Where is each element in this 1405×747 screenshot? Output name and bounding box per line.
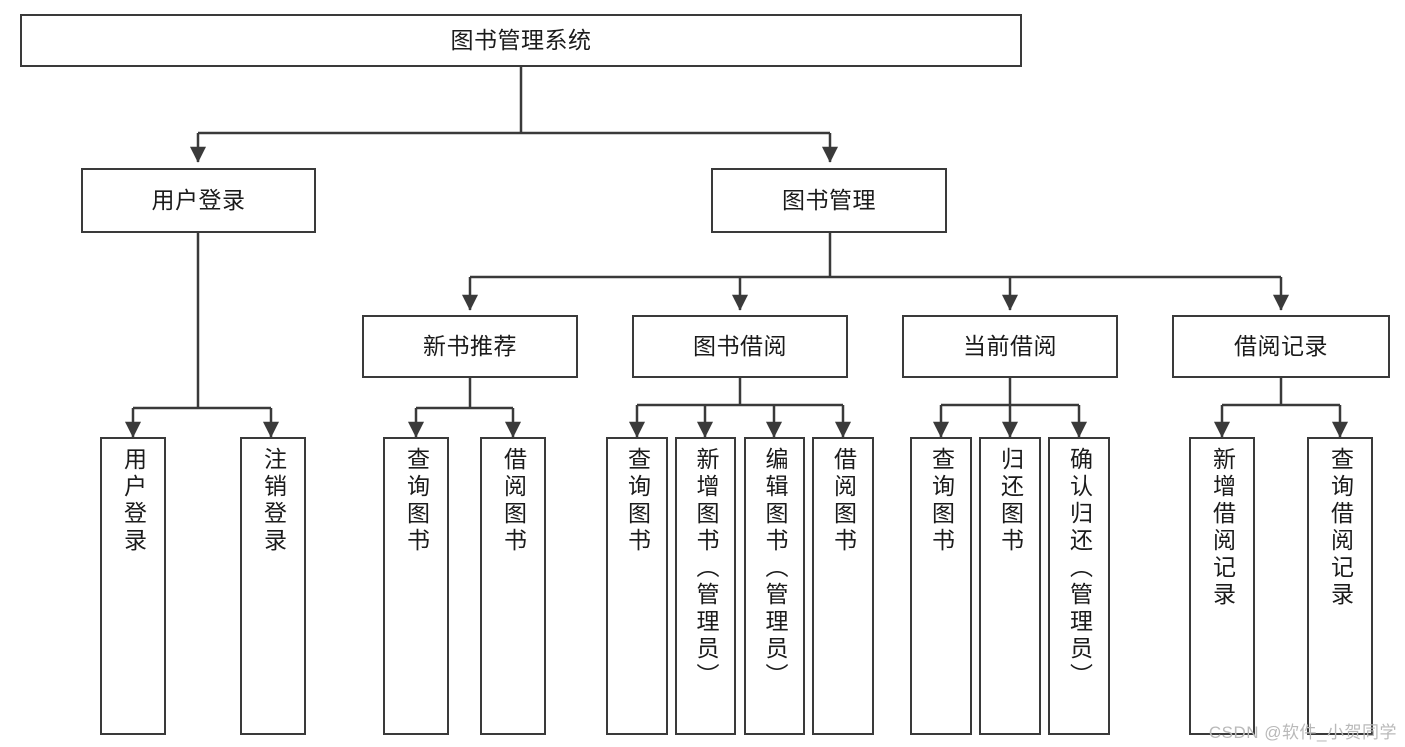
- node-label: 注销登录: [260, 447, 287, 555]
- leaf-user-login-logout[interactable]: 注销登录: [240, 437, 306, 735]
- node-label: 图书管理: [782, 186, 876, 213]
- node-label: 新增借阅记录: [1209, 447, 1236, 609]
- node-root-system[interactable]: 图书管理系统: [20, 14, 1022, 67]
- leaf-record-add-record[interactable]: 新增借阅记录: [1189, 437, 1255, 735]
- leaf-borrow-edit-book-admin[interactable]: 编辑图书（管理员）: [744, 437, 805, 735]
- node-label: 确认归还（管理员）: [1066, 447, 1093, 690]
- leaf-borrow-borrow-book[interactable]: 借阅图书: [812, 437, 874, 735]
- node-label: 查询图书: [624, 447, 651, 555]
- node-label: 编辑图书（管理员）: [762, 447, 788, 690]
- node-label: 用户登录: [151, 186, 246, 213]
- node-label: 图书管理系统: [450, 26, 592, 53]
- leaf-record-query-record[interactable]: 查询借阅记录: [1307, 437, 1373, 735]
- leaf-current-query-book[interactable]: 查询图书: [910, 437, 972, 735]
- csdn-watermark: CSDN @软件_小贺同学: [1208, 723, 1397, 742]
- node-label: 借阅图书: [830, 447, 857, 555]
- node-label: 新增图书（管理员）: [693, 447, 719, 690]
- node-label: 借阅记录: [1234, 332, 1328, 359]
- node-label: 查询图书: [928, 447, 955, 555]
- leaf-user-login-login[interactable]: 用户登录: [100, 437, 166, 735]
- node-label: 借阅图书: [500, 447, 527, 555]
- node-label: 查询图书: [403, 447, 430, 555]
- node-new-book-recommend[interactable]: 新书推荐: [362, 315, 578, 378]
- leaf-recommend-borrow-book[interactable]: 借阅图书: [480, 437, 546, 735]
- leaf-borrow-query-book[interactable]: 查询图书: [606, 437, 668, 735]
- node-label: 当前借阅: [963, 332, 1057, 359]
- node-borrow-record[interactable]: 借阅记录: [1172, 315, 1390, 378]
- node-current-borrow[interactable]: 当前借阅: [902, 315, 1118, 378]
- node-book-borrow[interactable]: 图书借阅: [632, 315, 848, 378]
- leaf-current-return-book[interactable]: 归还图书: [979, 437, 1041, 735]
- node-label: 新书推荐: [423, 332, 517, 359]
- node-label: 归还图书: [997, 447, 1024, 555]
- node-label: 图书借阅: [693, 332, 787, 359]
- node-book-management[interactable]: 图书管理: [711, 168, 947, 233]
- leaf-recommend-query-book[interactable]: 查询图书: [383, 437, 449, 735]
- leaf-borrow-add-book-admin[interactable]: 新增图书（管理员）: [675, 437, 736, 735]
- node-label: 用户登录: [120, 447, 147, 555]
- node-label: 查询借阅记录: [1327, 447, 1354, 609]
- node-user-login[interactable]: 用户登录: [81, 168, 316, 233]
- leaf-current-confirm-return-admin[interactable]: 确认归还（管理员）: [1048, 437, 1110, 735]
